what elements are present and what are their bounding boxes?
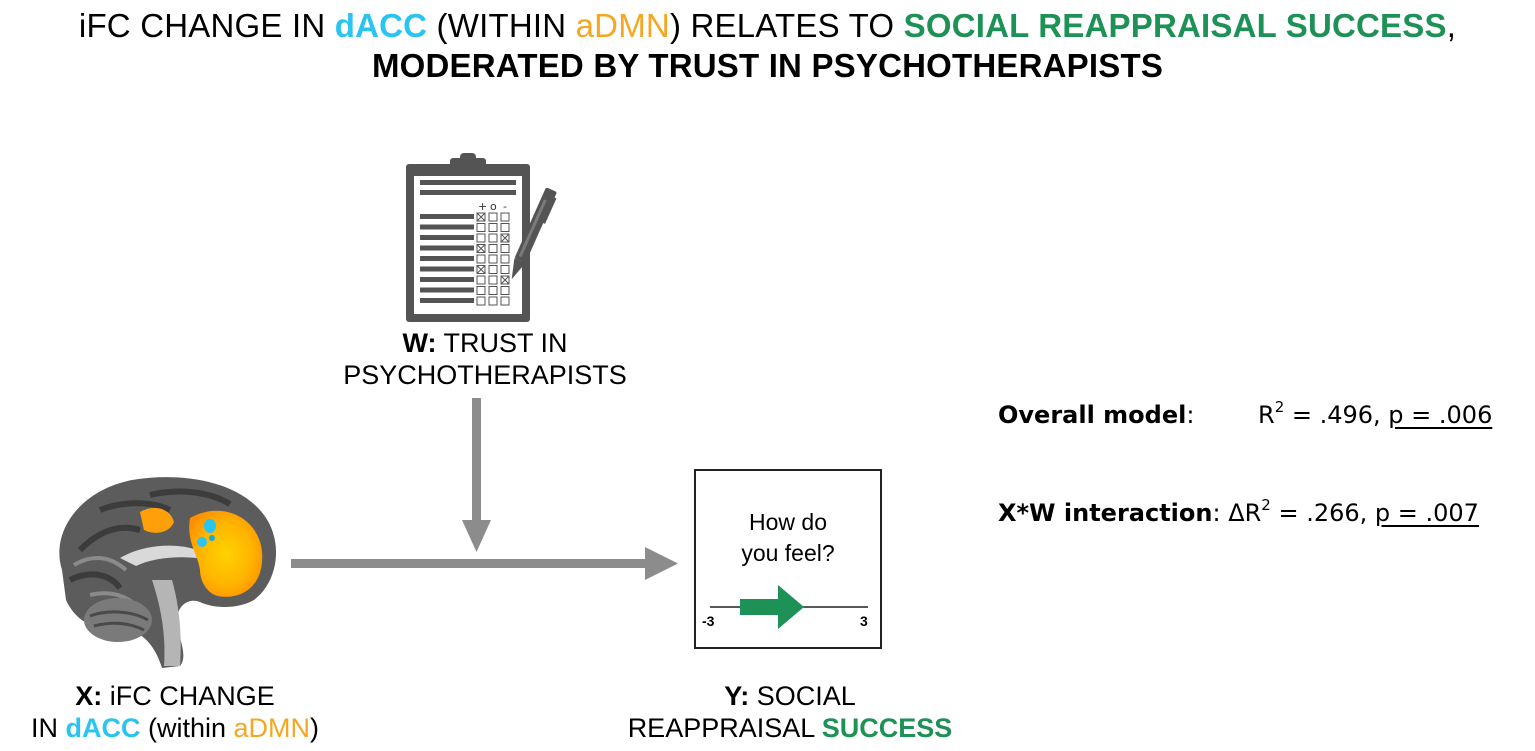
rating-question: How do you feel? [741, 509, 835, 566]
rating-arrow-head [778, 585, 804, 629]
minus-mark: - [503, 200, 507, 213]
questionnaire-checkbox [500, 223, 510, 232]
moderator-arrow-shaft [472, 398, 481, 522]
moderator-arrow-head [462, 520, 491, 552]
main-arrow-shaft [291, 559, 647, 568]
questionnaire-checkbox [500, 244, 510, 253]
brain-sagittal-slice-icon [59, 477, 277, 668]
questionnaire-checkbox [488, 223, 498, 232]
scale-min-label: -3 [702, 613, 715, 629]
questionnaire-checkbox [488, 212, 498, 222]
rating-scale [710, 585, 868, 629]
questionnaire-item-line [420, 266, 474, 272]
title-social-success: SOCIAL REAPPRAISAL SUCCESS [903, 7, 1447, 44]
questionnaire-checkbox [488, 233, 498, 243]
questionnaire-checkbox [500, 275, 510, 285]
figure-title: iFC CHANGE IN dACC (WITHIN aDMN) RELATES… [0, 6, 1535, 86]
questionnaire-checkbox [500, 265, 510, 274]
title-dacc: dACC [334, 7, 428, 44]
questionnaire-checkbox [488, 265, 498, 274]
x-node-label: X: iFC CHANGE IN dACC (within aDMN) [30, 681, 320, 743]
questionnaire-check-mark [476, 212, 486, 222]
questionnaire-check-mark [500, 275, 510, 285]
interaction-stat: X*W interaction: ΔR2 = .266, p = .007 [998, 496, 1479, 528]
questionnaire-checkbox [476, 244, 486, 253]
questionnaire-checkbox [476, 265, 486, 274]
questionnaire-checkbox [476, 296, 486, 306]
questionnaire-check-mark [500, 233, 510, 243]
o-mark: o [490, 200, 497, 213]
y-node-label: Y: SOCIAL REAPPRAISAL SUCCESS [627, 681, 953, 743]
questionnaire-checkbox [476, 233, 486, 243]
questionnaire-checkbox [488, 286, 498, 295]
questionnaire-checkbox [476, 223, 486, 232]
questionnaire-item-line [420, 298, 474, 303]
questionnaire-checkbox [500, 233, 510, 243]
w-node-label: W: TRUST IN PSYCHOTHERAPISTS [343, 328, 627, 390]
questionnaire-checkbox [500, 254, 510, 264]
questionnaire-checkbox [488, 296, 498, 306]
questionnaire-checkbox [488, 244, 498, 253]
questionnaire-rows [420, 212, 510, 306]
questionnaire-checkbox [500, 212, 510, 222]
title-line-2: MODERATED BY TRUST IN PSYCHOTHERAPISTS [371, 47, 1164, 84]
questionnaire-item-line [420, 256, 474, 261]
main-arrow-head [645, 547, 678, 580]
questionnaire-check-mark [476, 244, 486, 253]
clipboard-questionnaire-icon: + o - [406, 153, 530, 322]
questionnaire-checkbox [476, 275, 486, 285]
questionnaire-checkbox [488, 275, 498, 285]
questionnaire-check-mark [476, 265, 486, 274]
plus-mark: + [478, 200, 487, 213]
rating-scale-box: How do you feel? -3 3 [694, 469, 882, 649]
questionnaire-checkbox [476, 286, 486, 295]
questionnaire-checkbox [488, 254, 498, 264]
questionnaire-checkbox [476, 254, 486, 264]
questionnaire-item-line [420, 245, 474, 251]
questionnaire-item-line [420, 287, 474, 293]
title-admn: aDMN [575, 7, 670, 44]
overall-model-values: R2 = .496, p = .006 [1258, 398, 1493, 430]
scale-max-label: 3 [860, 613, 868, 629]
questionnaire-item-line [420, 224, 474, 230]
questionnaire-item-line [420, 235, 474, 240]
questionnaire-checkbox [500, 296, 510, 306]
title-line-1: iFC CHANGE IN dACC (WITHIN aDMN) RELATES… [78, 7, 1457, 44]
pen-icon [511, 187, 557, 280]
questionnaire-item-line [420, 277, 474, 282]
overall-model-stat: Overall model: [998, 401, 1195, 429]
questionnaire-item-line [420, 214, 474, 219]
questionnaire-checkbox [476, 212, 486, 222]
questionnaire-checkbox [500, 286, 510, 295]
rating-arrow-shaft [740, 599, 780, 615]
